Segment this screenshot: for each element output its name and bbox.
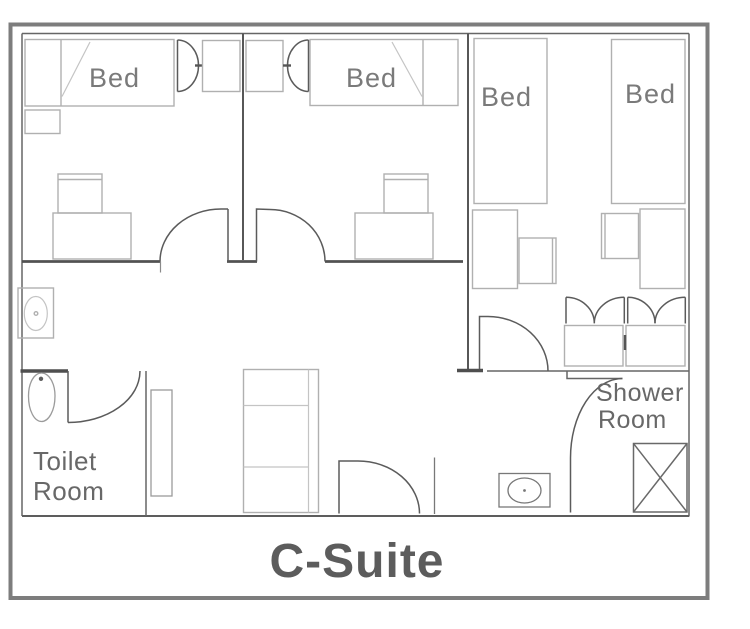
door-bedroom1 xyxy=(159,208,229,262)
bedroom3-bed-right xyxy=(610,38,686,205)
toilet-room: Toilet Room xyxy=(27,372,104,506)
shower-stall-outline xyxy=(632,442,688,513)
wardrobe-a-door-left xyxy=(565,296,596,324)
toilet-fixture xyxy=(27,372,56,423)
bedroom1-closet-door-bottom xyxy=(177,65,200,93)
bedroom1-bed xyxy=(24,38,175,107)
toilet-room-label-line2: Room xyxy=(33,476,104,506)
shower-stall xyxy=(632,442,688,513)
sink-drain xyxy=(33,311,39,317)
bedroom2-bed-fold-line xyxy=(391,41,423,97)
bedroom1-desk xyxy=(52,212,132,260)
shower-room: Shower Room xyxy=(596,379,688,513)
door-corridor-leaf xyxy=(338,460,358,514)
door-bedroom2 xyxy=(255,208,326,262)
bedroom1-bed-fold-line xyxy=(61,41,91,97)
door-corridor-swing xyxy=(357,460,421,514)
sink-basin xyxy=(23,295,48,332)
bedroom1: Bed xyxy=(24,38,241,260)
bedroom3-bed-left-label: Bed xyxy=(481,82,532,112)
corridor-sink xyxy=(17,287,55,339)
shower-room-label-line1: Shower xyxy=(596,379,684,407)
sink-counter xyxy=(17,287,55,339)
bedroom1-wardrobe-box xyxy=(201,39,241,93)
wall-shower-inner xyxy=(566,371,623,380)
bedroom3: Bed Bed xyxy=(471,37,687,367)
radiator xyxy=(150,389,173,497)
wardrobe-a-door-right xyxy=(593,296,625,324)
door-toilet-swing xyxy=(67,370,141,424)
bedroom2-closet-door-bottom xyxy=(286,65,309,93)
bedroom3-desk-left xyxy=(471,209,519,290)
door-shower-swing xyxy=(569,377,623,459)
wardrobe-b-door-right xyxy=(654,296,686,324)
bedroom1-closet xyxy=(176,39,241,93)
bedroom3-chair-right xyxy=(600,212,640,260)
bedroom2: Bed xyxy=(245,38,459,260)
door-corridor xyxy=(338,457,436,514)
bedroom1-nightstand xyxy=(24,109,61,135)
toilet-room-label-line1: Toilet xyxy=(33,446,97,476)
shelving-cabinet xyxy=(242,368,320,514)
bedroom2-bed xyxy=(309,38,459,107)
door-bedroom3-leaf xyxy=(478,315,488,369)
bedroom2-desk xyxy=(354,212,434,260)
bedroom2-wardrobe-box xyxy=(245,39,284,93)
floor-basin-counter xyxy=(498,472,551,508)
door-shower-room xyxy=(569,377,623,513)
door-bedroom2-swing xyxy=(269,208,326,262)
floor-basin-drain xyxy=(523,489,526,492)
toilet-flush-button xyxy=(38,376,44,381)
bedroom3-chair-left xyxy=(518,237,557,285)
floor-basin-bowl xyxy=(507,477,542,504)
doors xyxy=(67,208,623,514)
page-border xyxy=(8,22,710,600)
floor-basin xyxy=(498,472,551,508)
bedroom3-wardrobes xyxy=(563,296,687,367)
cabinet-outline xyxy=(242,368,320,514)
bedroom1-bed-label: Bed xyxy=(89,63,140,93)
suite-title: C-Suite xyxy=(270,535,445,588)
wardrobe-b-box xyxy=(625,324,686,367)
bedroom3-bed-right-label: Bed xyxy=(625,79,676,109)
corridor xyxy=(17,287,551,514)
bedroom2-bed-label: Bed xyxy=(346,63,397,93)
interior-walls xyxy=(20,33,689,516)
bedroom3-bed-left xyxy=(473,37,548,205)
bedroom1-closet-door-top xyxy=(177,39,200,66)
shower-room-label-line2: Room xyxy=(598,406,667,434)
bedroom2-closet-door-top xyxy=(286,39,309,66)
bedroom2-closet xyxy=(245,39,310,93)
bedroom3-desk-right xyxy=(639,208,686,290)
door-toilet-room xyxy=(67,370,141,424)
door-bedroom3-swing xyxy=(487,315,549,372)
wardrobe-a-box xyxy=(563,324,624,367)
door-bedroom3 xyxy=(478,315,549,372)
door-bedroom1-swing xyxy=(159,208,228,262)
perimeter-walls xyxy=(21,32,690,517)
wardrobe-b-door-left xyxy=(627,296,656,324)
door-bedroom2-leaf xyxy=(255,208,271,262)
shower-stall-diagonal-2 xyxy=(632,443,688,513)
